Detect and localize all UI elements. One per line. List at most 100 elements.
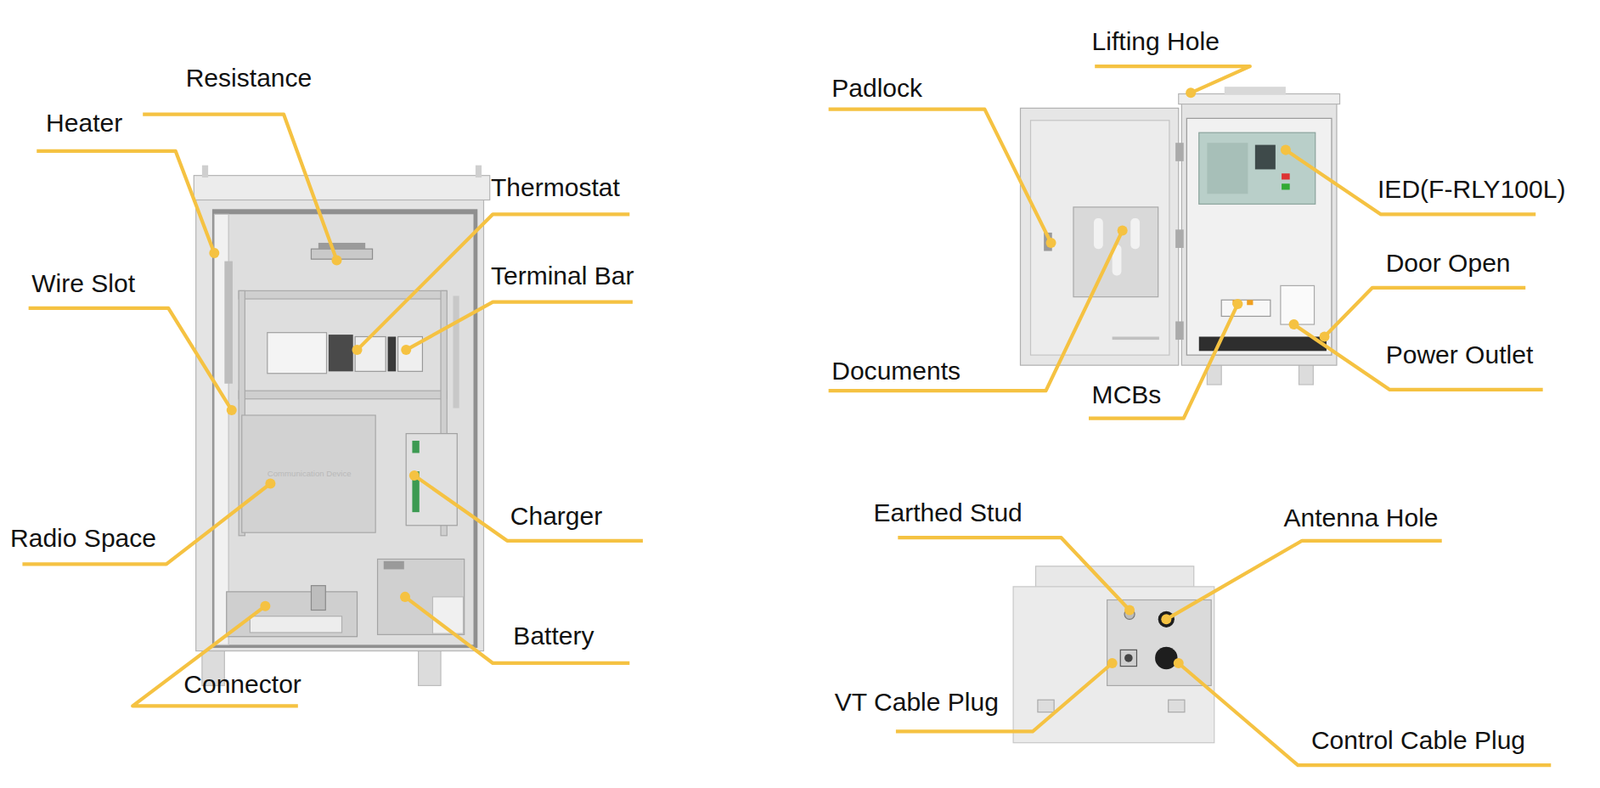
leader-lines-part (1178, 663, 1552, 766)
open-cabinet-part (405, 433, 457, 526)
closed-cabinet-part (1093, 218, 1104, 249)
part-label: Terminal Bar (490, 259, 635, 291)
leader-dots (208, 87, 1330, 669)
leader-dots-part (400, 344, 412, 355)
device-caption: Communication Device (267, 469, 352, 480)
part-label: Resistance (185, 61, 313, 93)
leader-dots-part (1319, 331, 1330, 342)
leader-dots-part (1185, 87, 1196, 98)
part-label: MCBs (1092, 378, 1162, 410)
closed-cabinet-part (1175, 321, 1184, 340)
open-cabinet-part (267, 332, 327, 374)
leader-lines-part (1294, 324, 1544, 390)
open-cabinet-part (212, 208, 478, 648)
open-cabinet-part (218, 214, 474, 645)
bottom-view-part (1120, 649, 1137, 666)
bottom-view-part (1037, 699, 1054, 712)
open-cabinet (193, 165, 490, 687)
open-cabinet-part (310, 585, 326, 611)
closed-cabinet-part (1199, 132, 1316, 204)
open-cabinet-part (310, 248, 372, 260)
bottom-view-part (1158, 611, 1175, 628)
bottom-view-part (1107, 599, 1212, 686)
leader-lines-part (1324, 287, 1527, 338)
closed-cabinet-part (1030, 120, 1170, 355)
leader-dots-part (1288, 319, 1299, 330)
open-cabinet-part (242, 415, 376, 533)
closed-cabinet-part (1255, 145, 1276, 170)
leader-lines-part (36, 151, 215, 254)
part-label: Connector (183, 668, 302, 699)
leader-lines-part (1166, 540, 1442, 620)
closed-cabinet-part (1186, 118, 1332, 355)
part-label: Thermostat (490, 171, 620, 203)
leader-lines-part (142, 114, 337, 261)
open-cabinet-part (318, 242, 366, 249)
leader-lines-part (414, 475, 643, 541)
open-cabinet-part (383, 561, 405, 570)
closed-cabinet-part (1112, 336, 1160, 340)
part-label: Documents (831, 354, 961, 386)
part-label: Radio Space (10, 522, 157, 553)
closed-cabinet-part (1175, 142, 1184, 162)
leader-dots-part (1117, 225, 1128, 237)
leader-dots-part (352, 344, 363, 355)
leader-lines (22, 66, 1551, 766)
leader-dots-part (259, 601, 271, 612)
bottom-view-part (1168, 699, 1185, 712)
open-cabinet-part (328, 334, 354, 372)
closed-cabinet-part (1175, 229, 1184, 248)
leader-dots-part (331, 254, 342, 265)
open-cabinet-part (224, 261, 233, 384)
closed-cabinet-part (1281, 183, 1291, 190)
leader-dots-part (1173, 658, 1184, 669)
closed-cabinet-part (1130, 218, 1140, 249)
closed-cabinet-part (1181, 95, 1337, 366)
open-cabinet-part (388, 336, 397, 372)
part-label: VT Cable Plug (834, 687, 999, 718)
bottom-view-part (1124, 653, 1133, 663)
part-label: Power Outlet (1385, 338, 1534, 370)
open-cabinet-part (377, 558, 465, 635)
part-label: Heater (45, 107, 123, 138)
part-label: Wire Slot (31, 267, 136, 299)
closed-cabinet-part (1280, 285, 1315, 325)
part-label: Earthed Stud (873, 496, 1022, 528)
open-cabinet-part (193, 175, 490, 201)
part-label: Door Open (1385, 247, 1511, 278)
leader-dots-part (264, 478, 276, 490)
part-label: Padlock (831, 72, 923, 103)
bottom-view-part (1154, 647, 1178, 670)
closed-cabinet-part (1281, 173, 1291, 180)
bottom-view-part (1036, 566, 1195, 589)
closed-cabinet-part (1178, 94, 1341, 105)
leader-dots-part (1107, 658, 1118, 669)
leader-lines-part (897, 537, 1130, 610)
part-label: Charger (510, 500, 603, 531)
part-label: Battery (512, 620, 594, 652)
leader-lines-part (28, 308, 232, 411)
closed-cabinet-part (1073, 207, 1159, 298)
leader-dots-part (1124, 604, 1135, 615)
open-cabinet-part (249, 616, 342, 633)
part-label: Lifting Hole (1092, 25, 1220, 57)
open-cabinet-part (475, 165, 482, 178)
leader-dots-part (1160, 614, 1172, 625)
leader-dots-part (226, 405, 237, 416)
leader-lines-part (828, 230, 1123, 392)
open-cabinet-part (226, 591, 358, 637)
leader-dots-part (1046, 237, 1057, 248)
open-cabinet-part (202, 165, 209, 178)
leader-lines-part (828, 109, 1052, 243)
leader-dots-part (400, 591, 411, 603)
leader-lines-part (1094, 66, 1251, 93)
leader-dots-part (1232, 298, 1243, 310)
part-label: IED(F-RLY100L) (1377, 173, 1566, 204)
closed-cabinet-part (1020, 107, 1179, 366)
closed-cabinet-part (1246, 299, 1253, 305)
open-cabinet-part (452, 295, 459, 408)
closed-cabinet-part (1224, 86, 1286, 96)
part-label: Control Cable Plug (1311, 724, 1526, 755)
leader-lines-part (405, 597, 630, 664)
